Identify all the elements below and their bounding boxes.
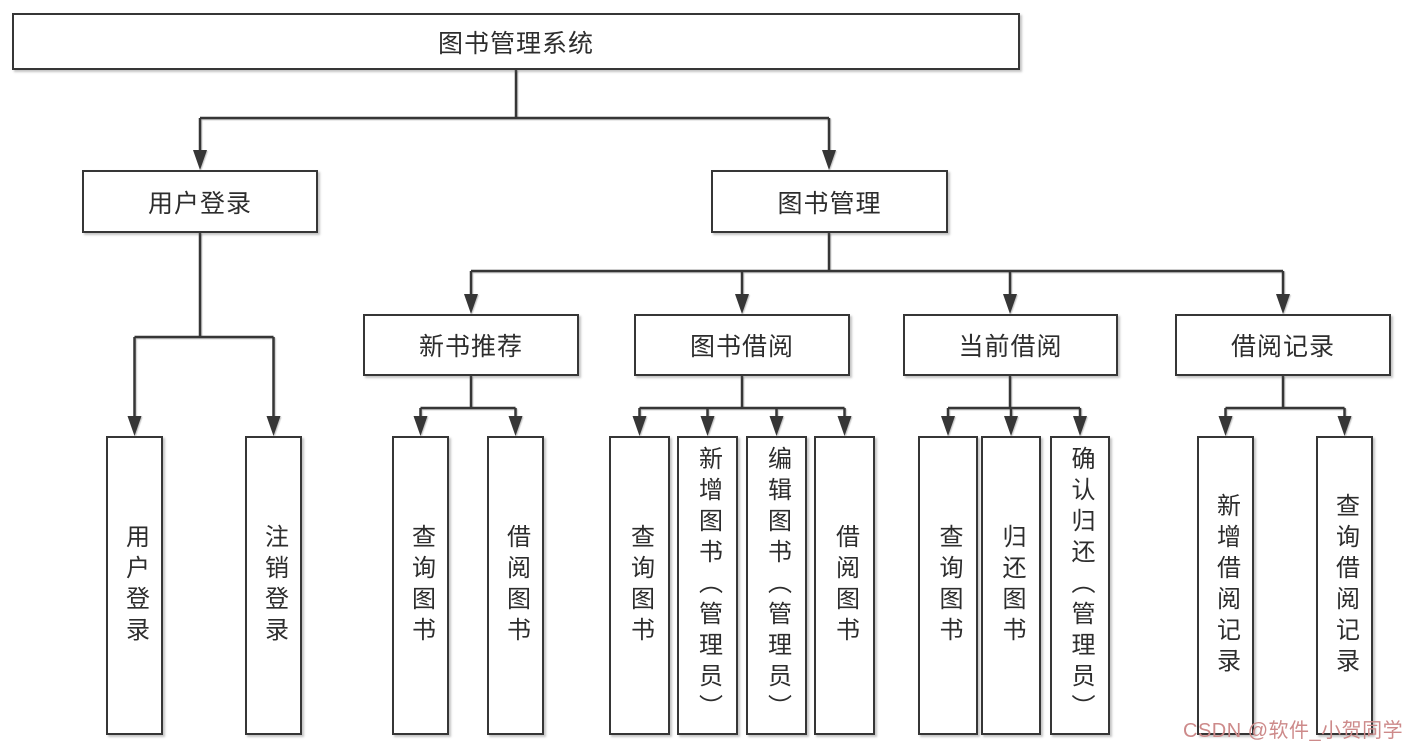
leaf-query-books-recommend: 查询图书 bbox=[392, 436, 449, 735]
connector-segments bbox=[133, 70, 1346, 420]
leaf-query-books: 查询图书 bbox=[609, 436, 670, 735]
leaf-query-books-current: 查询图书 bbox=[918, 436, 978, 735]
leaf-add-books-admin-label: 新增图书（管理员） bbox=[694, 446, 722, 725]
watermark: CSDN @软件_小贺同学 bbox=[1183, 720, 1404, 742]
leaf-logout-label: 注销登录 bbox=[260, 523, 288, 648]
node-book-borrow-label: 图书借阅 bbox=[689, 333, 794, 361]
node-current-borrow: 当前借阅 bbox=[903, 314, 1118, 376]
leaf-add-books-admin: 新增图书（管理员） bbox=[677, 436, 738, 735]
leaf-confirm-return-admin-label: 确认归还（管理员） bbox=[1067, 446, 1094, 725]
node-book-borrow: 图书借阅 bbox=[634, 314, 850, 376]
node-new-book-recommend-label: 新书推荐 bbox=[418, 333, 523, 361]
leaf-return-books-label: 归还图书 bbox=[998, 523, 1025, 648]
leaf-user-login-label: 用户登录 bbox=[121, 523, 149, 648]
leaf-borrow-books-recommend-label: 借阅图书 bbox=[502, 523, 530, 648]
leaf-add-borrow-record: 新增借阅记录 bbox=[1197, 436, 1254, 735]
leaf-borrow-books-recommend: 借阅图书 bbox=[487, 436, 544, 735]
leaf-borrow-books-label: 借阅图书 bbox=[831, 523, 859, 648]
node-root-label: 图书管理系统 bbox=[437, 29, 594, 58]
leaf-query-books-label: 查询图书 bbox=[626, 523, 654, 648]
node-user-login: 用户登录 bbox=[82, 170, 318, 233]
node-new-book-recommend: 新书推荐 bbox=[363, 314, 579, 376]
leaf-confirm-return-admin: 确认归还（管理员） bbox=[1050, 436, 1110, 735]
node-borrow-record: 借阅记录 bbox=[1175, 314, 1391, 376]
leaf-edit-books-admin: 编辑图书（管理员） bbox=[746, 436, 807, 735]
node-current-borrow-label: 当前借阅 bbox=[958, 333, 1063, 361]
arrowhead-group bbox=[127, 150, 1352, 436]
leaf-query-books-current-label: 查询图书 bbox=[935, 523, 962, 648]
leaf-query-borrow-record: 查询借阅记录 bbox=[1316, 436, 1373, 735]
leaf-return-books: 归还图书 bbox=[981, 436, 1041, 735]
leaf-edit-books-admin-label: 编辑图书（管理员） bbox=[763, 446, 791, 725]
leaf-add-borrow-record-label: 新增借阅记录 bbox=[1212, 492, 1240, 679]
leaf-user-login: 用户登录 bbox=[106, 436, 163, 735]
node-borrow-record-label: 借阅记录 bbox=[1230, 333, 1335, 361]
node-user-login-label: 用户登录 bbox=[147, 189, 252, 218]
node-book-management-label: 图书管理 bbox=[777, 189, 882, 218]
leaf-borrow-books: 借阅图书 bbox=[814, 436, 875, 735]
leaf-query-books-recommend-label: 查询图书 bbox=[407, 523, 435, 648]
leaf-logout: 注销登录 bbox=[245, 436, 302, 735]
node-book-management: 图书管理 bbox=[711, 170, 948, 233]
leaf-query-borrow-record-label: 查询借阅记录 bbox=[1331, 492, 1359, 679]
node-root-system: 图书管理系统 bbox=[12, 13, 1020, 70]
